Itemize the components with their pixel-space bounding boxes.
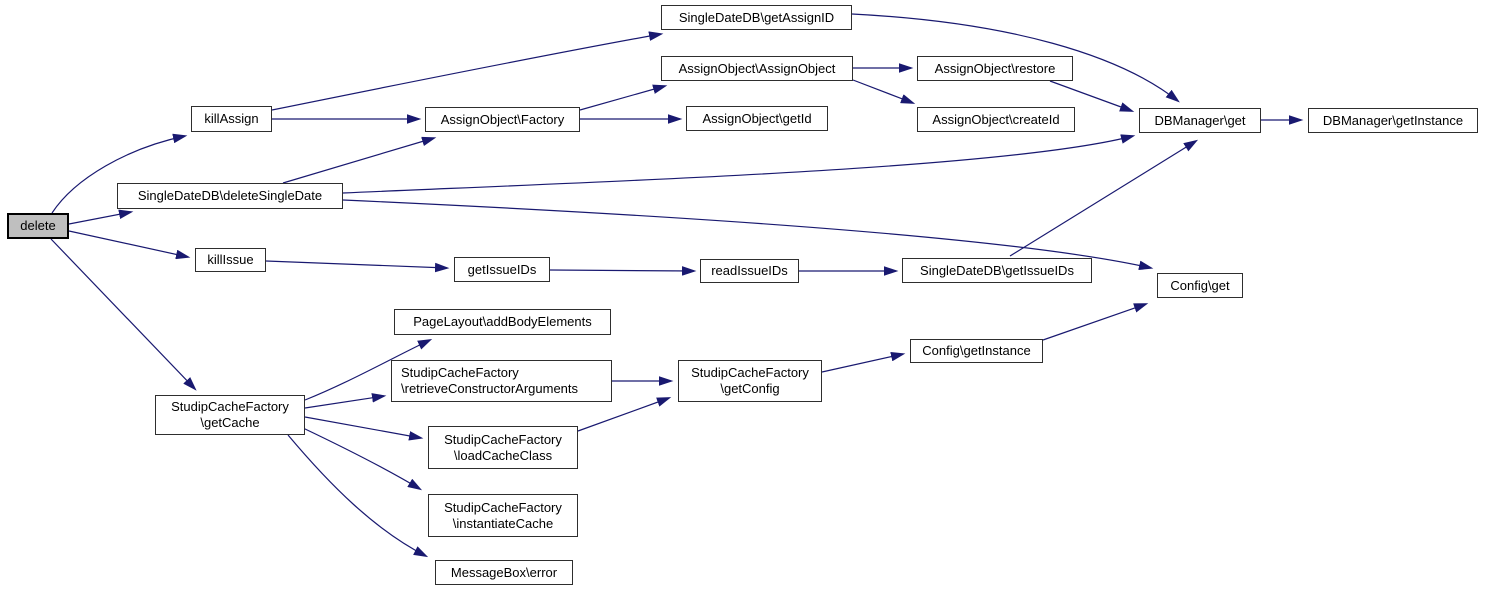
edge-deleteSingleDate-dbGet [342, 134, 1136, 194]
edge-getAssignID-dbGet [851, 13, 1180, 103]
node-studipcachefactory-getcache-line2: \getCache [200, 415, 260, 430]
node-getissueids[interactable]: getIssueIDs [454, 257, 550, 282]
node-studipcachefactory-getcache[interactable]: StudipCacheFactory \getCache [155, 395, 305, 435]
node-studipcachefactory-loadcacheclass[interactable]: StudipCacheFactory \loadCacheClass [428, 426, 578, 469]
node-config-getinstance-label: Config\getInstance [922, 343, 1031, 358]
node-config-get-label: Config\get [1170, 277, 1230, 293]
node-delete: delete [7, 213, 69, 239]
edge-delete-getCache [50, 238, 197, 391]
node-singledatedb-getassignid[interactable]: SingleDateDB\getAssignID [661, 5, 852, 30]
edge-deleteSingleDate-configGet [342, 199, 1154, 271]
node-readissueids[interactable]: readIssueIDs [700, 259, 799, 283]
node-assignobject-restore[interactable]: AssignObject\restore [917, 56, 1073, 81]
node-studipcachefactory-getconfig[interactable]: StudipCacheFactory \getConfig [678, 360, 822, 402]
node-studipcachefactory-loadcacheclass-line1: StudipCacheFactory [444, 431, 562, 447]
node-assignobject-createid[interactable]: AssignObject\createId [917, 107, 1075, 132]
node-studipcachefactory-retrieveconstructorarguments[interactable]: StudipCacheFactory \retrieveConstructorA… [391, 360, 612, 402]
edge-configGetInstance-configGet [1042, 303, 1149, 341]
edge-restore-dbGet [1049, 80, 1135, 112]
edge-getCache-retrieveCA [304, 393, 387, 409]
node-dbmanager-get[interactable]: DBManager\get [1139, 108, 1261, 133]
node-readissueids-label: readIssueIDs [711, 263, 788, 278]
node-pagelayout-addbodyelements-label: PageLayout\addBodyElements [413, 314, 592, 329]
node-singledatedb-getassignid-label: SingleDateDB\getAssignID [678, 9, 835, 25]
node-pagelayout-addbodyelements[interactable]: PageLayout\addBodyElements [394, 309, 611, 335]
edge-loadCacheClass-getConfig [577, 397, 672, 432]
node-studipcachefactory-getconfig-line2: \getConfig [720, 381, 780, 396]
node-dbmanager-getinstance-label: DBManager\getInstance [1322, 112, 1464, 128]
node-studipcachefactory-loadcacheclass-line2: \loadCacheClass [453, 447, 553, 463]
edge-killIssue-getIssueIDs [265, 260, 450, 273]
node-studipcachefactory-instantiatecache-line1: StudipCacheFactory [444, 499, 562, 515]
node-studipcachefactory-retrieveconstructorarguments-line2: \retrieveConstructorArguments [401, 381, 579, 396]
edge-getConfig-configGetInstance [821, 351, 906, 373]
edge-killAssign-getAssignID [271, 31, 664, 111]
node-assignobject-factory-label: AssignObject\Factory [440, 111, 565, 127]
node-config-getinstance[interactable]: Config\getInstance [910, 339, 1043, 363]
node-dbmanager-get-label: DBManager\get [1154, 112, 1246, 128]
node-studipcachefactory-instantiatecache[interactable]: StudipCacheFactory \instantiateCache [428, 494, 578, 537]
edge-getCache-loadCacheClass [304, 416, 424, 441]
node-assignobject-getid[interactable]: AssignObject\getId [686, 106, 828, 131]
edge-assignObject-createId [852, 79, 916, 104]
edge-deleteSingleDate-factory [282, 136, 437, 184]
node-delete-label: delete [20, 218, 56, 233]
node-assignobject-createid-label: AssignObject\createId [932, 111, 1060, 127]
node-killissue[interactable]: killIssue [195, 248, 266, 272]
node-assignobject-factory[interactable]: AssignObject\Factory [425, 107, 580, 132]
node-killassign-label: killAssign [204, 111, 259, 126]
node-studipcachefactory-getconfig-line1: StudipCacheFactory [691, 365, 809, 380]
edge-sdGetIssueIDs-dbGet [1009, 139, 1199, 257]
edge-delete-killIssue [68, 230, 191, 260]
node-singledatedb-getissueids-label: SingleDateDB\getIssueIDs [920, 262, 1074, 278]
node-dbmanager-getinstance[interactable]: DBManager\getInstance [1308, 108, 1478, 133]
node-singledatedb-deletesingledate[interactable]: SingleDateDB\deleteSingleDate [117, 183, 343, 209]
node-singledatedb-deletesingledate-label: SingleDateDB\deleteSingleDate [137, 188, 323, 203]
node-singledatedb-getissueids[interactable]: SingleDateDB\getIssueIDs [902, 258, 1092, 283]
node-killissue-label: killIssue [207, 252, 254, 267]
edge-delete-killAssign [51, 133, 188, 214]
edge-getCache-messageBoxError [287, 434, 429, 558]
node-config-get[interactable]: Config\get [1157, 273, 1243, 298]
node-assignobject-assignobject-label: AssignObject\AssignObject [678, 60, 836, 76]
node-studipcachefactory-getcache-line1: StudipCacheFactory [171, 399, 289, 414]
node-assignobject-restore-label: AssignObject\restore [934, 60, 1056, 76]
edge-getIssueIDs-readIssueIDs [549, 266, 697, 276]
node-messagebox-error-label: MessageBox\error [450, 564, 558, 580]
edge-delete-deleteSingleDate [68, 209, 134, 225]
node-messagebox-error[interactable]: MessageBox\error [435, 560, 573, 585]
node-studipcachefactory-retrieveconstructorarguments-line1: StudipCacheFactory [401, 365, 519, 380]
edge-getCache-instantiateCache [302, 427, 423, 491]
node-getissueids-label: getIssueIDs [467, 261, 537, 277]
node-killassign[interactable]: killAssign [191, 106, 272, 132]
edge-factory-assignObject [579, 84, 668, 111]
edge-getCache-addBodyElements [304, 338, 433, 401]
node-assignobject-getid-label: AssignObject\getId [702, 110, 812, 126]
node-studipcachefactory-instantiatecache-line2: \instantiateCache [452, 515, 554, 531]
node-assignobject-assignobject[interactable]: AssignObject\AssignObject [661, 56, 853, 81]
